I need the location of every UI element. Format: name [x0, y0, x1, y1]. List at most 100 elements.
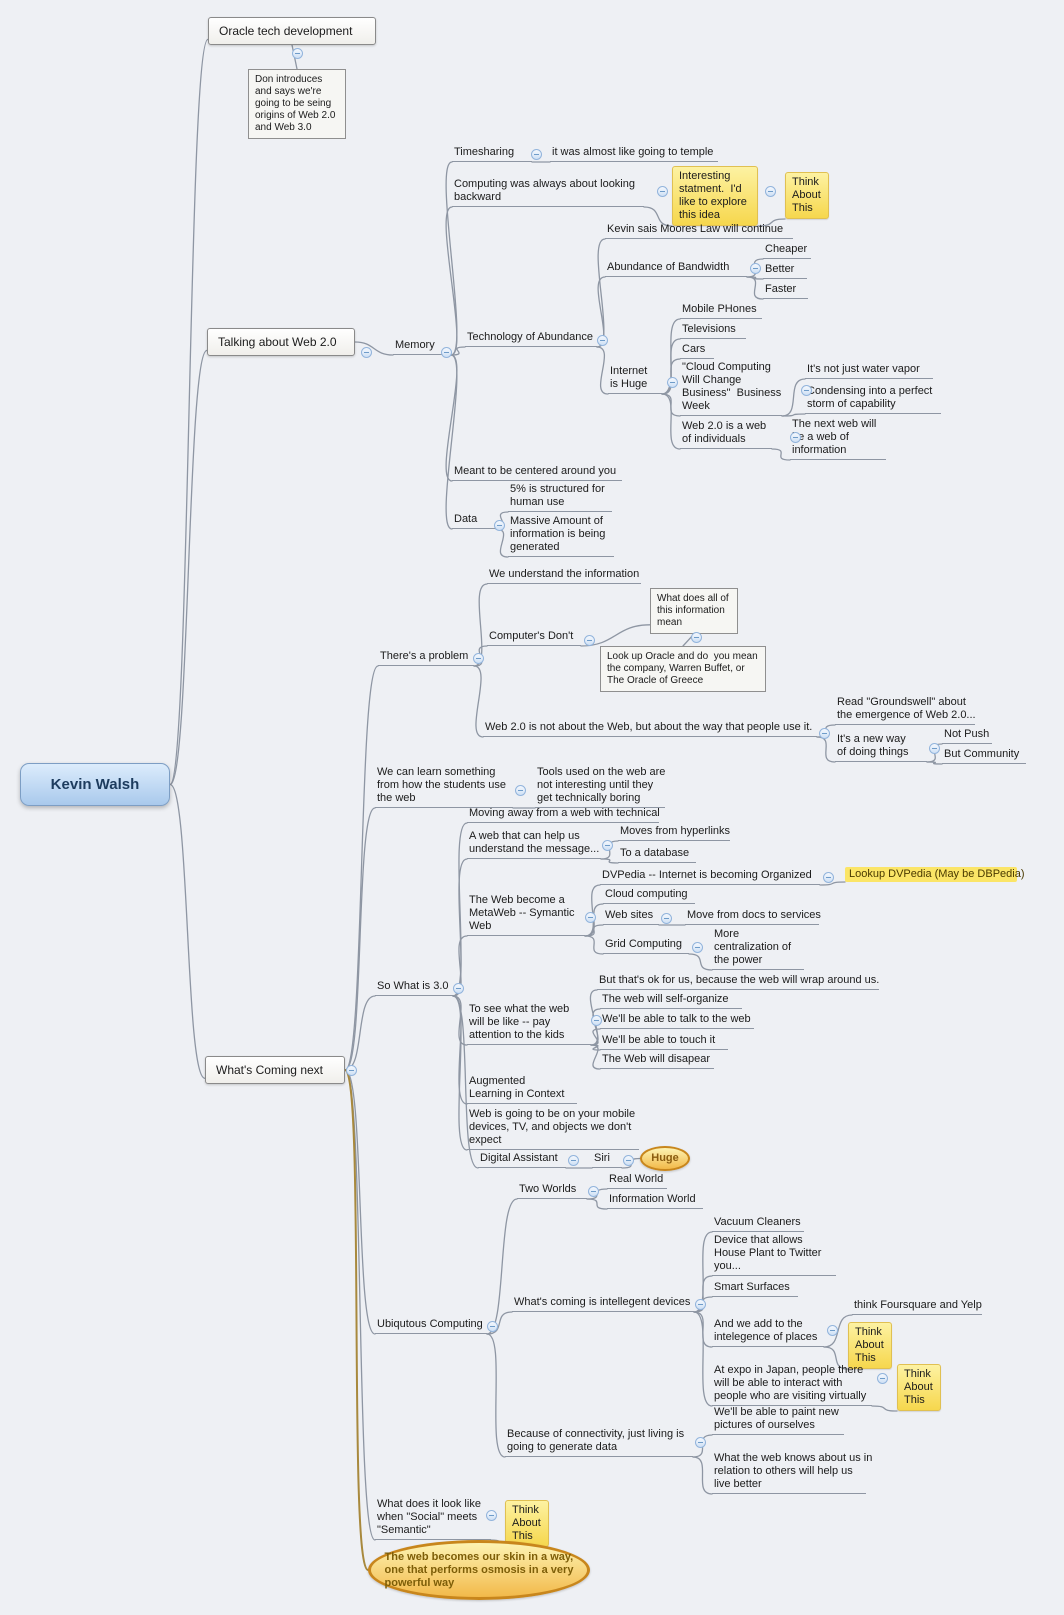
collapse-button[interactable] — [694, 1436, 706, 1448]
collapse-button[interactable] — [764, 185, 776, 197]
node-more_central[interactable]: More centralization of the power — [712, 928, 804, 970]
node-memory[interactable]: Memory — [393, 339, 451, 355]
node-huge[interactable]: Huge — [640, 1146, 690, 1171]
node-smart_surfaces[interactable]: Smart Surfaces — [712, 1281, 798, 1297]
node-better[interactable]: Better — [763, 263, 807, 279]
node-two_worlds[interactable]: Two Worlds — [517, 1183, 587, 1199]
collapse-button[interactable] — [666, 376, 678, 388]
node-grid[interactable]: Grid Computing — [603, 938, 689, 954]
collapse-button[interactable] — [514, 784, 526, 796]
node-web_knows[interactable]: What the web knows about us in relation … — [712, 1452, 872, 1494]
node-self_organize[interactable]: The web will self-organize — [600, 993, 742, 1009]
node-temple[interactable]: it was almost like going to temple — [550, 146, 718, 162]
node-disappear[interactable]: The Web will disapear — [600, 1053, 714, 1069]
collapse-button[interactable] — [440, 346, 452, 358]
node-tools_boring[interactable]: Tools used on the web are not interestin… — [535, 766, 665, 808]
node-note_think1[interactable]: Think About This — [785, 172, 829, 219]
node-to_db[interactable]: To a database — [618, 847, 696, 863]
collapse-button[interactable] — [789, 431, 801, 443]
node-info_world[interactable]: Information World — [607, 1193, 703, 1209]
node-problem[interactable]: There's a problem — [378, 650, 474, 666]
node-house_plant[interactable]: Device that allows House Plant to Twitte… — [712, 1234, 836, 1276]
node-web_mobile[interactable]: Web is going to be on your mobile device… — [467, 1108, 639, 1150]
collapse-button[interactable] — [590, 1014, 602, 1026]
node-oracle[interactable]: Oracle tech development — [208, 17, 376, 45]
node-note_think4[interactable]: Think About This — [505, 1500, 549, 1547]
node-see_kids[interactable]: To see what the web will be like -- pay … — [467, 1003, 591, 1045]
collapse-button[interactable] — [587, 1185, 599, 1197]
node-thats_ok[interactable]: But that's ok for us, because the web wi… — [597, 974, 879, 990]
collapse-button[interactable] — [876, 1372, 888, 1384]
node-massive[interactable]: Massive Amount of information is being g… — [508, 515, 614, 557]
node-moving_away[interactable]: Moving away from a web with technical — [467, 807, 660, 823]
node-computers_dont[interactable]: Computer's Don't — [487, 630, 581, 646]
node-vacuum[interactable]: Vacuum Cleaners — [712, 1216, 804, 1232]
collapse-button[interactable] — [656, 185, 668, 197]
node-add_intelligence[interactable]: And we add to the intelegence of places — [712, 1318, 824, 1347]
collapse-button[interactable] — [749, 262, 761, 274]
collapse-button[interactable] — [486, 1320, 498, 1332]
node-siri[interactable]: Siri — [592, 1152, 622, 1168]
node-internet_huge[interactable]: Internet is Huge — [608, 365, 662, 394]
node-but_community[interactable]: But Community — [942, 748, 1026, 764]
node-timesharing[interactable]: Timesharing — [452, 146, 532, 162]
node-lookup_dvpedia[interactable]: Lookup DVPedia (May be DBPedia) — [845, 867, 1024, 882]
node-expo_japan[interactable]: At expo in Japan, people there will be a… — [712, 1364, 872, 1406]
collapse-button[interactable] — [485, 1509, 497, 1521]
collapse-button[interactable] — [660, 912, 672, 924]
node-social_semantic[interactable]: What does it look like when "Social" mee… — [375, 1498, 491, 1540]
node-condensing[interactable]: Condensing into a perfect storm of capab… — [805, 385, 941, 414]
node-connectivity[interactable]: Because of connectivity, just living is … — [505, 1428, 693, 1457]
node-digital_assistant[interactable]: Digital Assistant — [478, 1152, 566, 1168]
collapse-button[interactable] — [826, 1324, 838, 1336]
collapse-button[interactable] — [694, 1298, 706, 1310]
node-learn_students[interactable]: We can learn something from how the stud… — [375, 766, 513, 808]
node-touch_it[interactable]: We'll be able to touch it — [600, 1034, 728, 1050]
node-note_don[interactable]: Don introduces and says we're going to b… — [248, 69, 346, 139]
node-hyperlinks[interactable]: Moves from hyperlinks — [618, 825, 730, 841]
node-bandwidth[interactable]: Abundance of Bandwidth — [605, 261, 747, 277]
node-root[interactable]: Kevin Walsh — [20, 763, 170, 806]
node-mobile[interactable]: Mobile PHones — [680, 303, 762, 319]
collapse-button[interactable] — [818, 727, 830, 739]
node-sowhat[interactable]: So What is 3.0 — [375, 980, 453, 996]
node-metaweb[interactable]: The Web become a MetaWeb -- Symantic Web — [467, 894, 585, 936]
collapse-button[interactable] — [472, 652, 484, 664]
collapse-button[interactable] — [360, 346, 372, 358]
collapse-button[interactable] — [584, 911, 596, 923]
collapse-button[interactable] — [822, 871, 834, 883]
node-water_vapor[interactable]: It's not just water vapor — [805, 363, 933, 379]
node-box_what_does[interactable]: What does all of this information mean — [650, 588, 738, 634]
node-paint_pictures[interactable]: We'll be able to paint new pictures of o… — [712, 1406, 844, 1435]
collapse-button[interactable] — [928, 742, 940, 754]
node-web20_not[interactable]: Web 2.0 is not about the Web, but about … — [483, 721, 817, 737]
node-faster[interactable]: Faster — [763, 283, 808, 299]
node-note_think3[interactable]: Think About This — [897, 1364, 941, 1411]
node-tv[interactable]: Televisions — [680, 323, 746, 339]
collapse-button[interactable] — [583, 634, 595, 646]
collapse-button[interactable] — [691, 941, 703, 953]
node-intelligent_devices[interactable]: What's coming is intellegent devices — [512, 1296, 694, 1312]
node-next_web[interactable]: The next web will be a web of informatio… — [790, 418, 886, 460]
node-cheaper[interactable]: Cheaper — [763, 243, 811, 259]
node-note_interesting[interactable]: Interesting statment. I'd like to explor… — [672, 166, 758, 226]
node-cloud_computing[interactable]: Cloud computing — [603, 888, 695, 904]
node-real_world[interactable]: Real World — [607, 1173, 667, 1189]
node-web_help[interactable]: A web that can help us understand the me… — [467, 830, 601, 859]
node-five_pct[interactable]: 5% is structured for human use — [508, 483, 612, 512]
node-augmented[interactable]: Augmented Learning in Context — [467, 1075, 577, 1104]
node-note_think2[interactable]: Think About This — [848, 1322, 892, 1369]
collapse-button[interactable] — [452, 982, 464, 994]
node-talking[interactable]: Talking about Web 2.0 — [207, 328, 355, 356]
node-coming[interactable]: What's Coming next — [205, 1056, 345, 1084]
node-ubiq[interactable]: Ubiqutous Computing — [375, 1318, 487, 1334]
node-moores[interactable]: Kevin sais Moores Law will continue — [605, 223, 793, 239]
collapse-button[interactable] — [622, 1154, 634, 1166]
collapse-button[interactable] — [690, 631, 702, 643]
node-talk_web[interactable]: We'll be able to talk to the web — [600, 1013, 754, 1029]
node-docs_services[interactable]: Move from docs to services — [685, 909, 821, 925]
collapse-button[interactable] — [601, 839, 613, 851]
collapse-button[interactable] — [567, 1154, 579, 1166]
collapse-button[interactable] — [596, 334, 608, 346]
node-foursquare[interactable]: think Foursquare and Yelp — [852, 1299, 982, 1315]
